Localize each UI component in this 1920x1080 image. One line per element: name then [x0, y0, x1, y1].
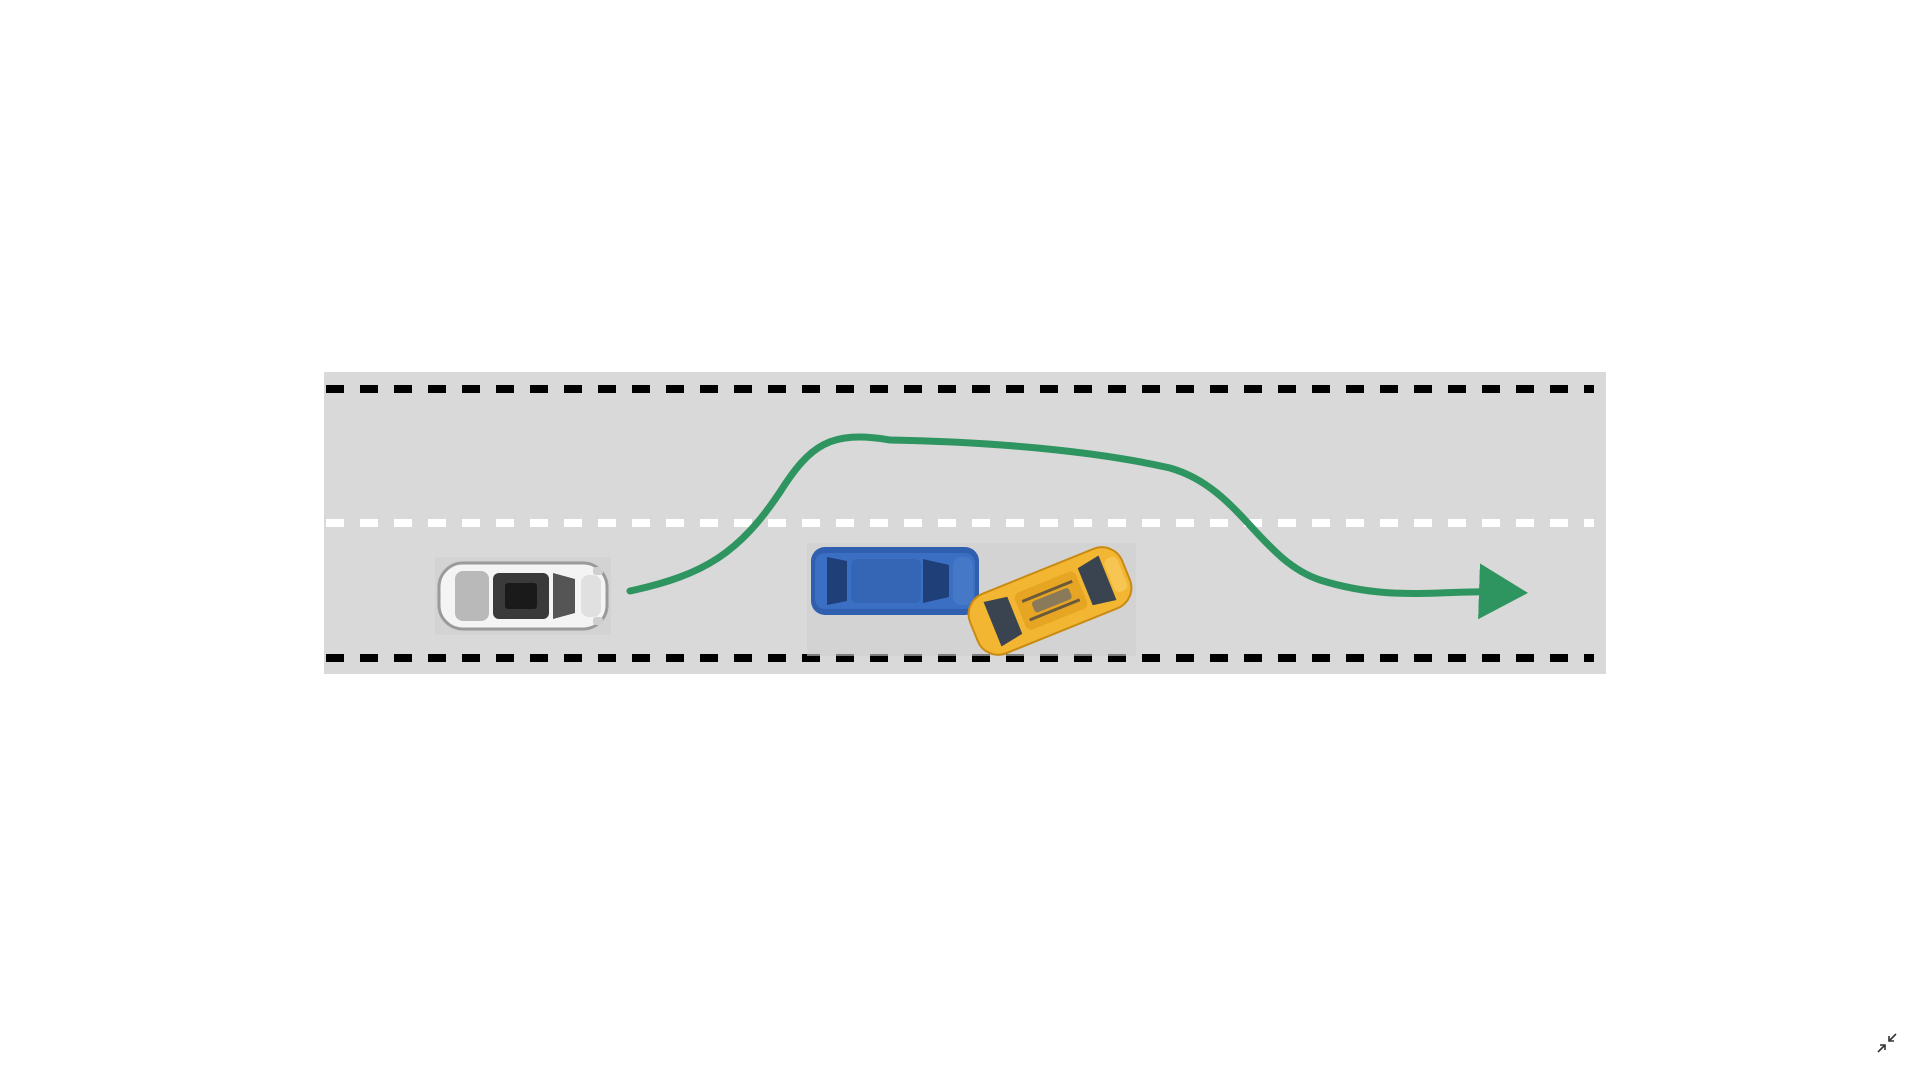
yellow-car-icon — [967, 546, 1133, 656]
blue-car-icon — [811, 547, 979, 615]
exit-fullscreen-icon[interactable] — [1874, 1030, 1900, 1056]
white-car-icon — [435, 557, 611, 635]
planned-trajectory-arrow — [626, 433, 1528, 620]
